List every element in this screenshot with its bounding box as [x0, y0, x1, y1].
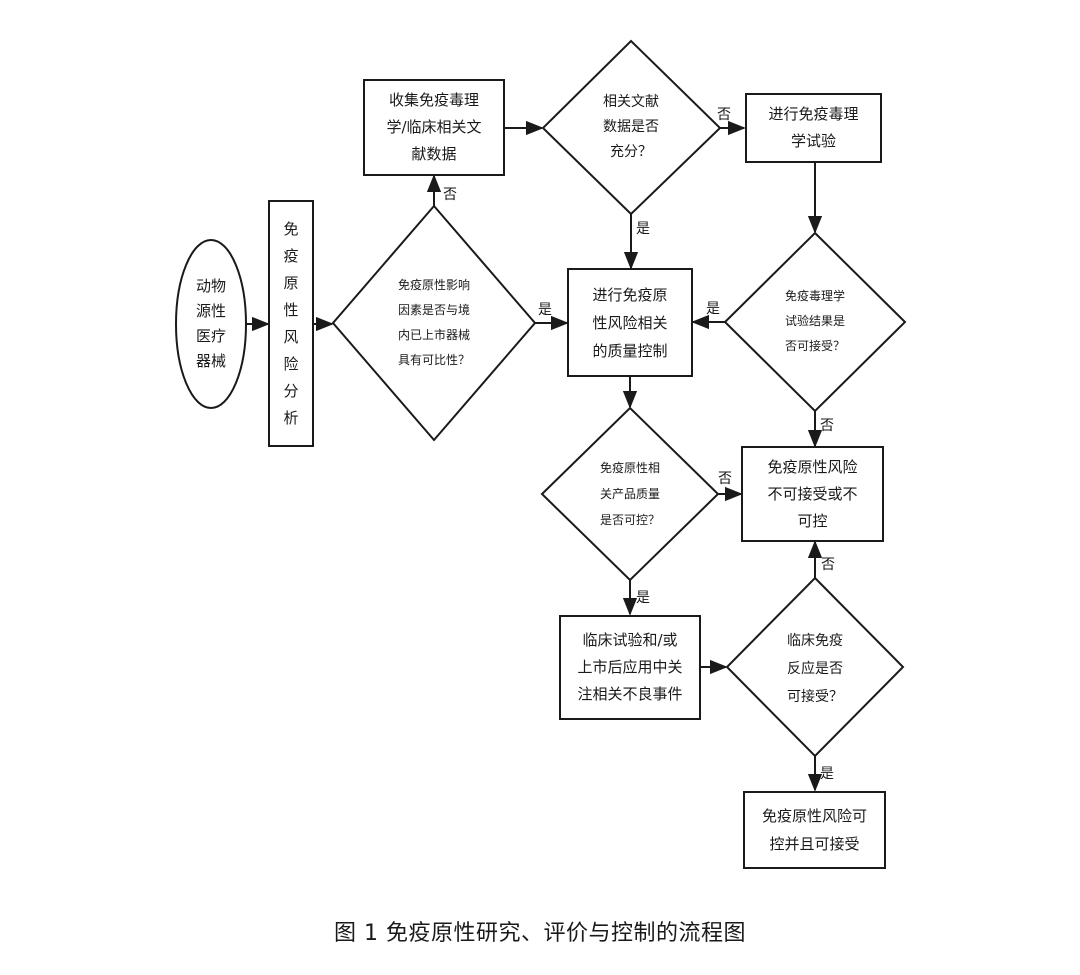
collect-label-line: 收集免疫毒理 — [388, 91, 479, 109]
tox-test-label-line: 进行免疫毒理 — [768, 105, 859, 123]
sufficient-diamond-label: 相关文献 数据是否 充分？ — [581, 90, 681, 165]
comparable-label-line: 具有可比性？ — [397, 353, 470, 367]
edge-label-reaction-no: 否 — [821, 557, 835, 573]
start-label-line: 医疗 — [195, 327, 226, 345]
tox-test-box: 进行免疫毒理 学试验 — [745, 93, 882, 163]
clinical-reaction-diamond-label: 临床免疫 反应是否 可接受？ — [765, 627, 865, 711]
comparable-label-line: 内已上市器械 — [397, 328, 470, 342]
edge-label-tox-yes: 是 — [706, 301, 720, 317]
edge-label-sufficient-no: 否 — [717, 107, 731, 123]
quality-control-label-line: 的质量控制 — [592, 341, 668, 360]
risk-acceptable-box: 免疫原性风险可 控并且可接受 — [743, 791, 886, 869]
risk-unacceptable-box: 免疫原性风险 不可接受或不 可控 — [741, 446, 884, 542]
collect-data-box: 收集免疫毒理 学/临床相关文 献数据 — [363, 79, 505, 176]
tox-result-label-line: 试验结果是 — [784, 314, 845, 328]
reaction-label-line: 可接受？ — [787, 689, 843, 705]
tox-result-diamond-label: 免疫毒理学 试验结果是 否可接受？ — [760, 284, 870, 359]
product-quality-label-line: 免疫原性相 — [599, 461, 660, 475]
product-quality-label-line: 关产品质量 — [599, 487, 660, 501]
analysis-char: 疫 — [283, 246, 299, 265]
comparable-diamond-label: 免疫原性影响 因素是否与境 内已上市器械 具有可比性？ — [364, 273, 504, 373]
risk-analysis-box: 免 疫 原 性 风 险 分 析 — [268, 200, 314, 447]
comparable-label-line: 免疫原性影响 — [397, 278, 470, 292]
clinical-events-box: 临床试验和/或 上市后应用中关 注相关不良事件 — [559, 615, 701, 720]
clinical-label-line: 注相关不良事件 — [577, 685, 683, 703]
comparable-label-line: 因素是否与境 — [397, 303, 470, 317]
analysis-char: 免 — [283, 219, 299, 238]
edge-label-quality-yes: 是 — [636, 590, 650, 606]
product-quality-diamond-label: 免疫原性相 关产品质量 是否可控？ — [575, 455, 685, 533]
analysis-char: 险 — [283, 354, 299, 373]
sufficient-label-line: 相关文献 — [603, 94, 659, 110]
analysis-char: 风 — [283, 327, 299, 346]
edge-label-reaction-yes: 是 — [820, 766, 834, 782]
tox-test-label-line: 学试验 — [790, 132, 836, 150]
collect-label-line: 献数据 — [411, 145, 457, 163]
unacceptable-label-line: 可控 — [797, 511, 828, 530]
quality-control-label-line: 进行免疫原 — [592, 285, 668, 304]
analysis-char: 分 — [283, 381, 299, 400]
unacceptable-label-line: 免疫原性风险 — [767, 457, 858, 476]
edge-label-quality-no: 否 — [718, 471, 732, 487]
acceptable-label-line: 免疫原性风险可 — [761, 807, 867, 825]
quality-control-label-line: 性风险相关 — [592, 313, 668, 332]
sufficient-label-line: 数据是否 — [603, 119, 659, 135]
start-label-line: 动物 — [195, 277, 226, 295]
analysis-char: 析 — [283, 408, 299, 427]
edge-label-comparable-yes: 是 — [538, 302, 552, 318]
acceptable-label-line: 控并且可接受 — [769, 835, 860, 853]
start-node-label: 动物 源性 医疗 器械 — [181, 274, 241, 374]
edge-label-sufficient-yes: 是 — [636, 221, 650, 237]
clinical-label-line: 上市后应用中关 — [577, 658, 683, 676]
figure-caption: 图 1 免疫原性研究、评价与控制的流程图 — [334, 921, 746, 946]
collect-label-line: 学/临床相关文 — [386, 118, 482, 136]
reaction-label-line: 临床免疫 — [787, 633, 843, 649]
reaction-label-line: 反应是否 — [787, 661, 843, 677]
analysis-char: 性 — [283, 300, 299, 319]
analysis-char: 原 — [283, 273, 299, 292]
sufficient-label-line: 充分？ — [610, 144, 652, 160]
quality-control-box: 进行免疫原 性风险相关 的质量控制 — [567, 268, 693, 377]
edge-label-comparable-no: 否 — [443, 187, 457, 203]
tox-result-label-line: 免疫毒理学 — [784, 289, 845, 303]
comparable-diamond — [331, 204, 537, 442]
unacceptable-label-line: 不可接受或不 — [767, 484, 858, 503]
clinical-label-line: 临床试验和/或 — [582, 631, 678, 649]
tox-result-label-line: 否可接受？ — [784, 339, 845, 353]
edge-label-tox-no: 否 — [820, 418, 834, 434]
start-label-line: 源性 — [195, 302, 226, 320]
product-quality-label-line: 是否可控？ — [599, 513, 660, 527]
start-label-line: 器械 — [195, 352, 226, 370]
